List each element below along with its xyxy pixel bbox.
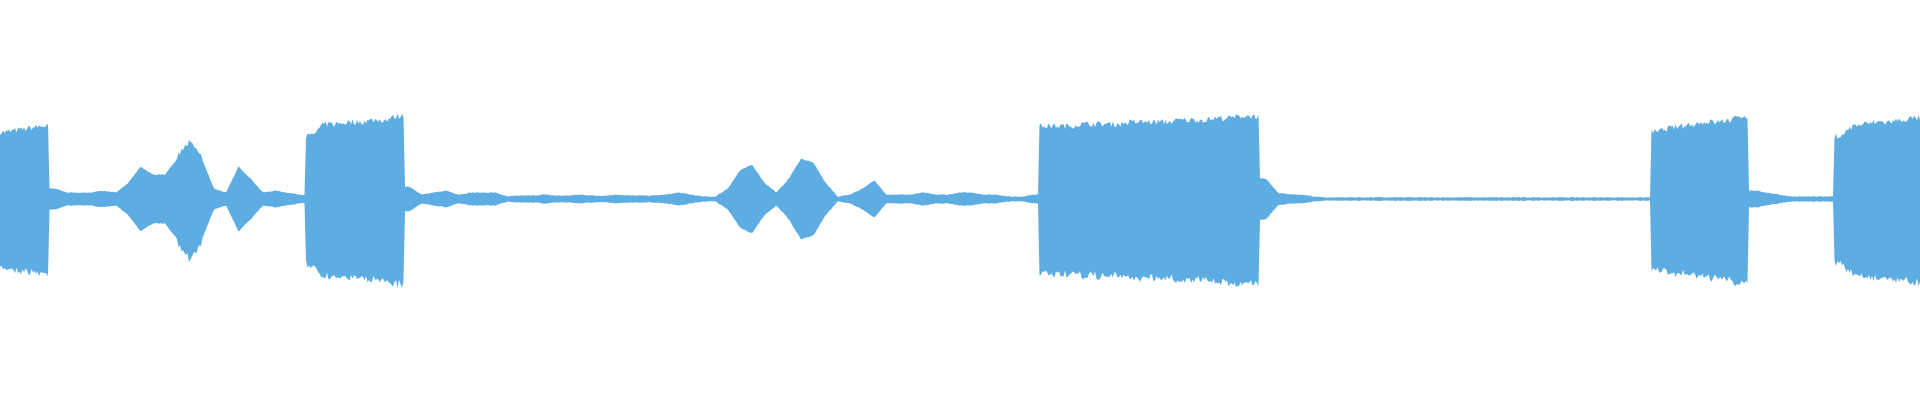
waveform-envelope bbox=[0, 113, 1920, 289]
